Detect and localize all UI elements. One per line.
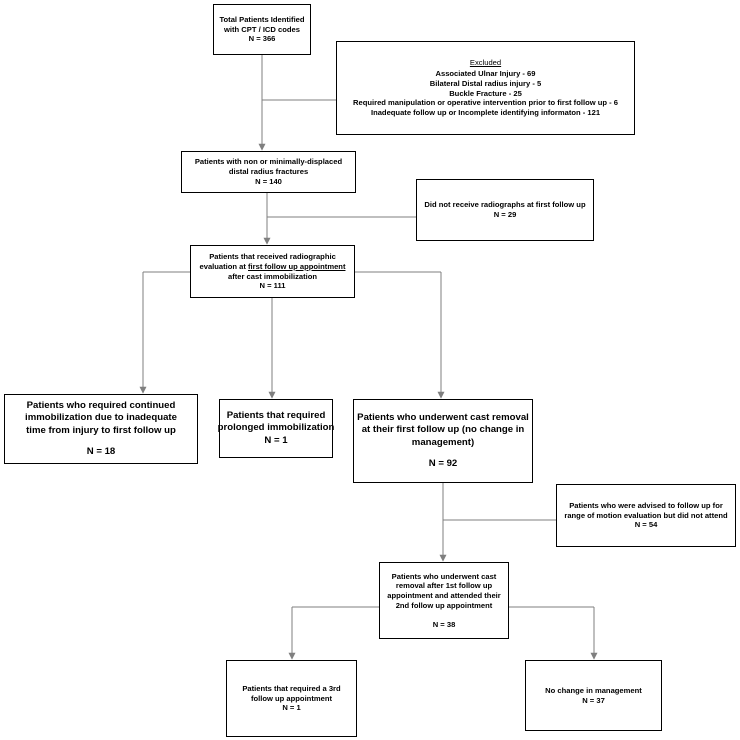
second-line-3: appointment and attended their xyxy=(387,591,501,601)
cast-removal-line-2-pre: at their first follow up ( xyxy=(361,424,466,436)
no-radiographs-line-1: Did not receive radiographs at first fol… xyxy=(424,200,586,210)
prolonged-line-1: Patients that required xyxy=(226,409,326,421)
no-radiographs-count: N = 29 xyxy=(493,210,517,219)
nondisplaced-box: Patients with non or minimally-displaced… xyxy=(181,151,356,193)
advised-rom-box: Patients who were advised to follow up f… xyxy=(556,484,736,547)
advised-line-1: Patients who were advised to follow up f… xyxy=(569,500,723,510)
continued-count: N = 18 xyxy=(86,445,116,457)
continued-immobilization-box: Patients who required continued immobili… xyxy=(4,394,198,464)
cast-removal-first-box: Patients who underwent cast removal at t… xyxy=(353,399,533,483)
excluded-box: Excluded Associated Ulnar Injury - 69 Bi… xyxy=(336,41,635,135)
cast-removal-count: N = 92 xyxy=(428,457,458,469)
second-count: N = 38 xyxy=(432,619,456,629)
excluded-ulnar: Associated Ulnar Injury - 69 xyxy=(435,69,536,79)
third-line-1: Patients that required a 3rd xyxy=(242,683,341,693)
excluded-manipulation: Required manipulation or operative inter… xyxy=(353,98,618,108)
excluded-heading: Excluded xyxy=(469,58,502,68)
radiographic-line-2-pre: evaluation at xyxy=(199,261,249,271)
second-followup-box: Patients who underwent cast removal afte… xyxy=(379,562,509,639)
radiographic-evaluation-box: Patients that received radiographic eval… xyxy=(190,245,355,298)
nondisplaced-line-1: Patients with non or minimally-displaced xyxy=(194,157,343,167)
no-radiographs-box: Did not receive radiographs at first fol… xyxy=(416,179,594,241)
cast-removal-line-2-bold: no change in xyxy=(465,424,525,436)
total-count: N = 366 xyxy=(248,34,276,44)
third-followup-box: Patients that required a 3rd follow up a… xyxy=(226,660,357,737)
nondisplaced-line-2: distal radius fractures xyxy=(228,167,309,177)
no-change-box: No change in management N = 37 xyxy=(525,660,662,731)
third-count: N = 1 xyxy=(282,703,301,713)
excluded-bilateral: Bilateral Distal radius injury - 5 xyxy=(429,78,542,88)
continued-line-2: immobilization due to inadequate xyxy=(25,412,177,424)
advised-count: N = 54 xyxy=(634,520,658,530)
cast-removal-line-3-post: ) xyxy=(470,436,475,448)
excluded-inadequate-followup: Inadequate follow up or Incomplete ident… xyxy=(370,107,601,117)
cast-removal-line-3-bold: management xyxy=(411,436,471,448)
second-line-4: 2nd follow up appointment xyxy=(395,600,493,610)
prolonged-line-2: prolonged immobilization xyxy=(217,422,335,434)
second-line-1: Patients who underwent cast xyxy=(391,571,497,581)
radiographic-line-2-underlined: first follow up appointment xyxy=(248,261,346,271)
total-line-1: Total Patients Identified xyxy=(219,14,305,24)
continued-line-3: time from injury to first follow up xyxy=(26,424,176,436)
prolonged-immobilization-box: Patients that required prolonged immobil… xyxy=(217,399,335,458)
continued-line-1: Patients who required continued xyxy=(26,399,176,411)
total-line-2: with CPT / ICD codes xyxy=(224,24,300,34)
excluded-buckle: Buckle Fracture - 25 xyxy=(449,88,522,98)
cast-removal-line-2: at their first follow up (no change in xyxy=(362,424,525,436)
advised-line-2: range of motion evaluation but did not a… xyxy=(564,510,728,520)
second-line-2: removal after 1st follow up xyxy=(395,581,493,591)
radiographic-line-1: Patients that received radiographic xyxy=(209,252,336,262)
radiographic-line-3: after cast immobilization xyxy=(227,271,318,281)
prolonged-count: N = 1 xyxy=(264,434,288,446)
cast-removal-line-3: management) xyxy=(412,437,474,449)
radiographic-line-2: evaluation at first follow up appointmen… xyxy=(200,262,346,272)
total-patients-box: Total Patients Identified with CPT / ICD… xyxy=(213,4,311,55)
third-line-2: follow up appointment xyxy=(251,693,332,703)
radiographic-count: N = 111 xyxy=(259,281,286,291)
nondisplaced-count: N = 140 xyxy=(255,176,282,186)
cast-removal-line-1: Patients who underwent cast removal xyxy=(357,411,529,423)
no-change-count: N = 37 xyxy=(582,695,605,705)
no-change-line-1: No change in management xyxy=(545,685,642,695)
